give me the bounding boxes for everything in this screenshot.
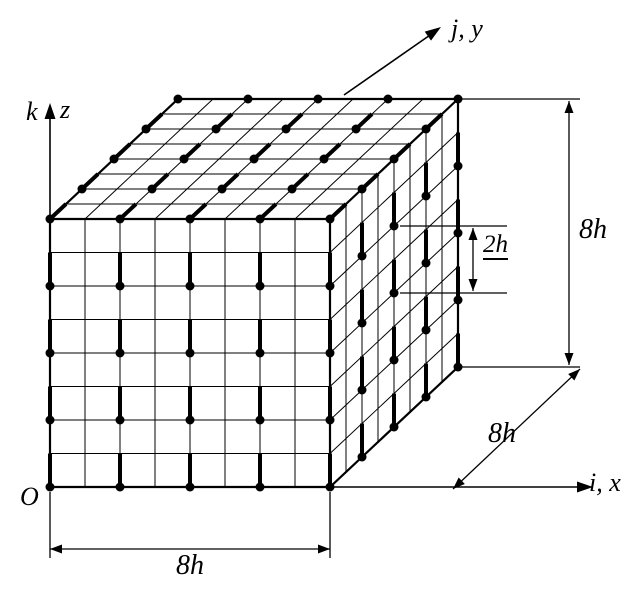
grid-node	[325, 281, 335, 291]
grid-node	[255, 482, 265, 492]
grid-node	[319, 154, 329, 164]
grid-node	[389, 221, 399, 231]
grid-node	[255, 214, 265, 224]
grid-node	[45, 482, 55, 492]
grid-node	[313, 94, 323, 104]
grid-node	[281, 124, 291, 134]
grid-node	[453, 228, 463, 238]
axis-label-z: z	[60, 95, 71, 124]
coarse-segments	[48, 112, 460, 487]
grid-node	[389, 355, 399, 365]
grid-node	[453, 362, 463, 372]
grid-node	[179, 154, 189, 164]
grid-node	[249, 154, 259, 164]
grid-nodes	[45, 94, 463, 492]
grid-node	[453, 161, 463, 171]
grid-node	[185, 482, 195, 492]
grid-node	[325, 348, 335, 358]
grid-node	[389, 154, 399, 164]
grid-node	[185, 214, 195, 224]
origin-label: O	[20, 482, 39, 511]
grid-node	[217, 184, 227, 194]
grid-node	[357, 318, 367, 328]
grid-node	[357, 251, 367, 261]
grid-node	[115, 415, 125, 425]
grid-node	[453, 295, 463, 305]
grid-node	[185, 415, 195, 425]
grid-node	[255, 281, 265, 291]
grid-node	[115, 348, 125, 358]
grid-node	[357, 184, 367, 194]
grid-node	[45, 281, 55, 291]
grid-node	[357, 385, 367, 395]
grid-node	[45, 415, 55, 425]
dimension-label-depth-8h: 8h	[488, 418, 516, 449]
grid-node	[325, 415, 335, 425]
grid-node	[351, 124, 361, 134]
grid-node	[421, 392, 431, 402]
grid-node	[421, 325, 431, 335]
grid-node	[421, 258, 431, 268]
grid-node	[77, 184, 87, 194]
grid-node	[115, 482, 125, 492]
dimension-label-node-spacing-2h: 2h	[483, 231, 508, 260]
axis-label-k: k	[26, 97, 38, 126]
grid-node	[421, 124, 431, 134]
grid-node	[141, 124, 151, 134]
grid-node	[357, 452, 367, 462]
grid-node	[185, 281, 195, 291]
grid-node	[45, 348, 55, 358]
axis-label-ix: i, x	[589, 468, 621, 497]
grid-node	[243, 94, 253, 104]
dimension-label-bottom-8h: 8h	[176, 550, 204, 581]
grid-node	[389, 288, 399, 298]
grid-node	[325, 214, 335, 224]
dimension-arrows	[49, 98, 581, 558]
dimension-label-right-8h: 8h	[579, 214, 607, 245]
grid-node	[147, 184, 157, 194]
grid-node	[453, 94, 463, 104]
axis-label-jy: j, y	[451, 14, 483, 43]
grid-node	[115, 214, 125, 224]
grid-node	[211, 124, 221, 134]
grid-node	[173, 94, 183, 104]
grid-node	[185, 348, 195, 358]
grid-node	[287, 184, 297, 194]
grid-node	[383, 94, 393, 104]
grid-node	[255, 348, 265, 358]
grid-node	[115, 281, 125, 291]
grid-node	[109, 154, 119, 164]
grid-node	[389, 422, 399, 432]
grid-node	[421, 191, 431, 201]
grid-node	[255, 415, 265, 425]
